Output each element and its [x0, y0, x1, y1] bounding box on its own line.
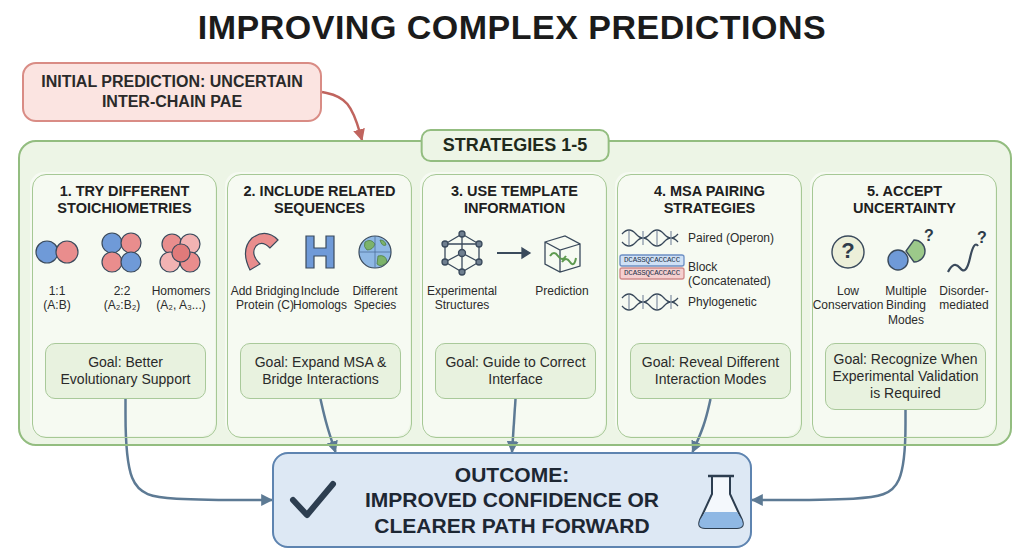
- panel-fill: [18, 140, 1012, 548]
- strategy-heading: 3. USE TEMPLATE INFORMATION: [430, 183, 599, 218]
- template-icons: [445, 234, 479, 272]
- node-text: IMPROVED CONFIDENCE OR CLEARER PATH FORW…: [346, 487, 678, 537]
- question-mark: ?: [922, 226, 936, 245]
- flow-arrow: [322, 92, 362, 140]
- icon-caption: Different Species: [346, 284, 404, 313]
- outcome-icons: [699, 512, 743, 528]
- panel-fill: [272, 452, 752, 548]
- msa-icons: [620, 230, 684, 310]
- stoichiometry-icons: [172, 244, 190, 262]
- panel-fill: [615, 172, 800, 436]
- uncertainty-icons: [832, 236, 978, 272]
- node-text: Goal: Guide to Correct Interface: [442, 354, 589, 388]
- template-icons: [522, 248, 530, 258]
- node-text: OUTCOME:: [455, 462, 569, 487]
- stoichiometry-icons: [102, 252, 122, 272]
- diagram-title: IMPROVING COMPLEX PREDICTIONS: [0, 8, 1024, 47]
- template-icons: [445, 234, 479, 272]
- msa-icons: [622, 238, 678, 246]
- goal-box: Goal: Expand MSA & Bridge Interactions: [240, 343, 401, 399]
- flow-arrow: [752, 410, 906, 500]
- node-text: Goal: Recognize When Experimental Valida…: [832, 351, 979, 401]
- goal-box: Goal: Better Evolutionary Support: [45, 343, 206, 399]
- related-sequence-icons: [245, 233, 391, 270]
- panel-heading: STRATEGIES 1-5: [421, 129, 610, 162]
- outcome-box: OUTCOME:IMPROVED CONFIDENCE OR CLEARER P…: [272, 452, 752, 548]
- icon-caption: Low Conservation: [812, 284, 884, 313]
- stoichiometry-icons: [121, 252, 141, 272]
- icon-caption: Homomers (A₂, A₃...): [148, 284, 214, 313]
- stoichiometry-icons: [36, 241, 58, 263]
- goal-box: Goal: Reveal Different Interaction Modes: [630, 343, 791, 399]
- related-sequence-icons: [306, 236, 334, 268]
- uncertainty-icons: [888, 250, 908, 270]
- stoichiometry-icons: [36, 233, 200, 272]
- msa-icons: [622, 294, 678, 302]
- template-icons: [459, 269, 465, 275]
- related-sequence-icons: [359, 236, 391, 268]
- panel-fill: [810, 172, 995, 436]
- icon-caption: Block (Concatenated): [688, 260, 796, 289]
- icon-caption: Multiple Binding Modes: [878, 284, 934, 327]
- msa-icons: [629, 295, 671, 309]
- node-text: INITIAL PREDICTION: UNCERTAIN INTER-CHAI…: [34, 72, 310, 112]
- uncertainty-icons: [906, 240, 925, 262]
- template-icons: [442, 259, 448, 265]
- sequence-text: DCASSQCACCACC: [620, 268, 684, 279]
- template-icons: [476, 241, 482, 247]
- goal-box: Goal: Recognize When Experimental Valida…: [825, 343, 986, 410]
- outcome-icons: [708, 475, 734, 478]
- node-text: Goal: Reveal Different Interaction Modes: [637, 354, 784, 388]
- uncertainty-icons: [832, 236, 864, 268]
- stoichiometry-icons: [121, 233, 141, 253]
- node-text: Goal: Expand MSA & Bridge Interactions: [247, 354, 394, 388]
- icon-caption: Paired (Operon): [688, 231, 796, 245]
- template-icons: [459, 231, 465, 237]
- outcome-icons: [699, 476, 743, 528]
- icon-caption: Disorder-mediated: [933, 284, 995, 313]
- icon-caption: Phylogenetic: [688, 295, 796, 309]
- strategy-heading: 5. ACCEPT UNCERTAINTY: [820, 183, 989, 218]
- template-icons: [459, 250, 466, 257]
- icon-caption: Prediction: [527, 284, 597, 298]
- icon-caption: Include Homologs: [290, 284, 350, 313]
- template-icons: [476, 259, 482, 265]
- uncertainty-icons: [948, 245, 978, 273]
- related-sequence-icons: [359, 236, 391, 268]
- node-text: Goal: Better Evolutionary Support: [52, 354, 199, 388]
- icon-caption: Experimental Structures: [417, 284, 507, 313]
- icon-caption: 1:1 (A:B): [34, 284, 80, 313]
- question-mark: ?: [838, 238, 858, 264]
- strategy-heading: 2. INCLUDE RELATED SEQUENCES: [235, 183, 404, 218]
- goal-box: Goal: Guide to Correct Interface: [435, 343, 596, 399]
- prediction-box: INITIAL PREDICTION: UNCERTAIN INTER-CHAI…: [22, 62, 322, 122]
- template-icons: [442, 241, 448, 247]
- icon-caption: 2:2 (A₂:B₂): [94, 284, 150, 313]
- msa-icons: [622, 230, 678, 238]
- template-icons: [442, 231, 580, 275]
- msa-icons: [622, 302, 678, 310]
- stoichiometry-icons: [56, 241, 78, 263]
- msa-icons: [620, 268, 684, 279]
- template-icons: [545, 236, 580, 272]
- panel-fill: [225, 172, 410, 436]
- question-mark: ?: [975, 228, 989, 247]
- sequence-text: DCASSQCACCACC: [620, 255, 684, 266]
- strategy-heading: 4. MSA PAIRING STRATEGIES: [625, 183, 794, 218]
- outcome-icons: [293, 484, 333, 515]
- msa-icons: [629, 231, 671, 245]
- panel-fill: [30, 172, 215, 436]
- related-sequence-icons: [245, 233, 278, 270]
- msa-icons: [620, 255, 684, 266]
- related-sequence-icons: [364, 240, 387, 266]
- icon-caption: Add Bridging Protein (C): [227, 284, 303, 313]
- flow-arrow: [126, 399, 273, 500]
- template-icons: [550, 253, 576, 264]
- strategy-heading: 1. TRY DIFFERENT STOICHIOMETRIES: [40, 183, 209, 218]
- stoichiometry-icons: [102, 233, 122, 253]
